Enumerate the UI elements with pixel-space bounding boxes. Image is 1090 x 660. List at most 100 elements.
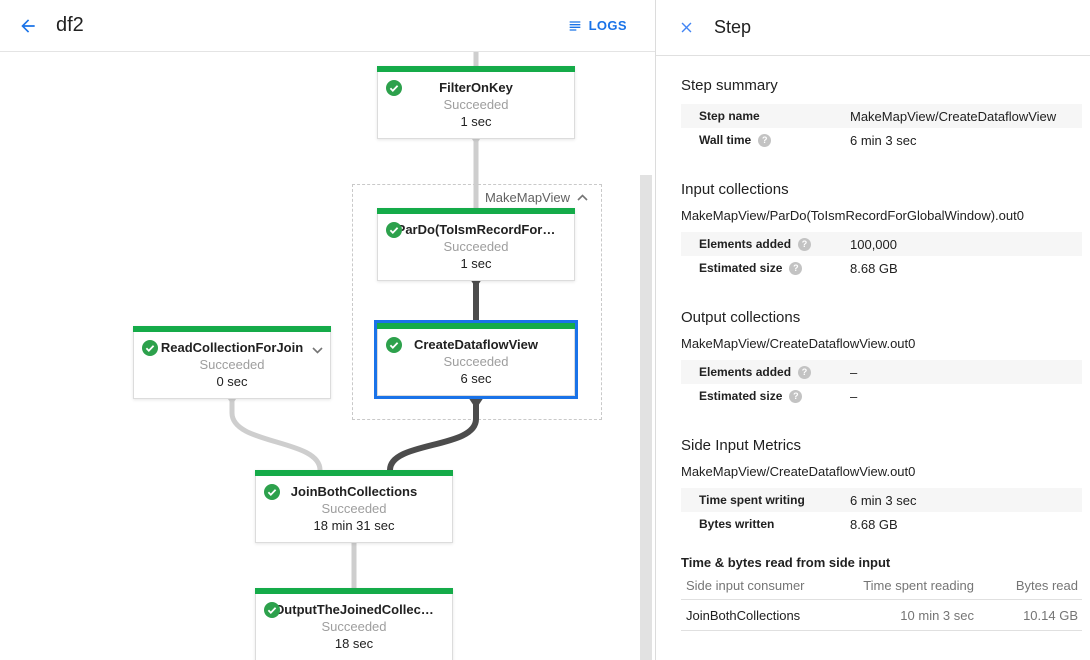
table-cell-time: 10 min 3 sec [900, 607, 974, 623]
node-status: Succeeded [321, 619, 387, 634]
section-heading: Output collections [681, 309, 801, 326]
table-cell-bytes: 10.14 GB [1023, 607, 1078, 623]
metric-value: MakeMapView/CreateDataflowView [850, 108, 1057, 124]
metric-label: Estimated size [699, 261, 783, 275]
node-status: Succeeded [321, 501, 387, 516]
metric-label: Elements added [699, 237, 792, 251]
metric-value: 100,000 [850, 236, 897, 252]
node-time: 6 sec [460, 371, 492, 386]
help-icon[interactable]: ? [798, 365, 812, 379]
step-node-outputthejoinedcollection[interactable]: OutputTheJoinedCollec… Succeeded 18 sec [255, 588, 453, 660]
chevron-down-icon [312, 347, 323, 354]
node-status-bar [377, 208, 575, 214]
back-button[interactable] [14, 12, 42, 40]
metric-row: Estimated size ? 8.68 GB [681, 256, 1082, 280]
expand-step-button[interactable] [312, 341, 323, 359]
check-circle-icon [264, 484, 280, 500]
group-makemapview-toggle[interactable]: MakeMapView [485, 190, 588, 205]
metric-value: 6 min 3 sec [850, 492, 917, 508]
node-time: 1 sec [460, 256, 492, 271]
arrow-back-icon [21, 18, 35, 33]
node-title: FilterOnKey [439, 80, 513, 95]
step-node-createdataflowview-selected[interactable]: CreateDataflowView Succeeded 6 sec [377, 323, 575, 396]
help-icon[interactable]: ? [789, 261, 803, 275]
section-input-collections: Input collections MakeMapView/ParDo(ToIs… [681, 181, 1082, 280]
node-time: 1 sec [460, 114, 492, 129]
close-icon [681, 22, 691, 33]
node-title: ParDo(ToIsmRecordFor… [396, 222, 556, 237]
metric-value: 8.68 GB [850, 516, 898, 532]
metric-row: Estimated size ? – [681, 384, 1082, 408]
metric-row: Elements added ? – [681, 360, 1082, 384]
help-icon[interactable]: ? [798, 237, 812, 251]
metric-row: Elements added ? 100,000 [681, 232, 1082, 256]
metric-label: Bytes written [699, 517, 775, 531]
check-circle-icon [386, 222, 402, 238]
node-title: JoinBothCollections [290, 484, 418, 499]
logs-icon [569, 20, 580, 31]
node-status: Succeeded [443, 239, 509, 254]
metric-value: 8.68 GB [850, 260, 898, 276]
node-status-bar [255, 470, 453, 476]
job-title: df2 [56, 14, 84, 36]
group-label: MakeMapView [484, 190, 570, 205]
step-node-filteronkey[interactable]: FilterOnKey Succeeded 1 sec [377, 66, 575, 139]
pipeline-graph: df2 LOGS MakeMapView [0, 0, 655, 660]
step-node-readcollectionforjoin[interactable]: ReadCollectionForJoin Succeeded 0 sec [133, 326, 331, 399]
node-status-bar [377, 323, 575, 329]
collection-name: MakeMapView/ParDo(ToIsmRecordForGlobalWi… [681, 208, 1024, 223]
metric-label: Wall time [699, 133, 752, 147]
node-status-bar [377, 66, 575, 72]
node-status: Succeeded [443, 97, 509, 112]
logs-button[interactable]: LOGS [567, 0, 627, 51]
section-side-input-metrics: Side Input Metrics MakeMapView/CreateDat… [681, 437, 1082, 631]
table-row: JoinBothCollections 10 min 3 sec 10.14 G… [681, 600, 1082, 631]
metric-label: Elements added [699, 365, 792, 379]
close-panel-button[interactable] [673, 15, 699, 41]
section-heading: Side Input Metrics [681, 437, 802, 454]
help-icon[interactable]: ? [758, 133, 772, 147]
collection-name: MakeMapView/CreateDataflowView.out0 [681, 336, 916, 351]
check-circle-icon [386, 337, 402, 353]
node-status-bar [255, 588, 453, 594]
node-time: 18 sec [334, 636, 374, 651]
metric-row: Step name MakeMapView/CreateDataflowView [681, 104, 1082, 128]
metric-value: 6 min 3 sec [850, 132, 917, 148]
metric-value: – [850, 364, 858, 380]
node-title: OutputTheJoinedCollec… [274, 602, 434, 617]
step-node-pardo-toismrecord[interactable]: ParDo(ToIsmRecordFor… Succeeded 1 sec [377, 208, 575, 281]
table-cell-consumer: JoinBothCollections [686, 607, 801, 623]
step-node-joinbothcollections[interactable]: JoinBothCollections Succeeded 18 min 31 … [255, 470, 453, 543]
section-heading: Input collections [681, 181, 789, 198]
metric-row: Wall time ? 6 min 3 sec [681, 128, 1082, 152]
graph-header: df2 LOGS [0, 0, 655, 52]
column-header: Bytes read [1015, 578, 1078, 593]
node-time: 18 min 31 sec [313, 518, 395, 533]
node-status: Succeeded [443, 354, 509, 369]
section-heading: Step summary [681, 77, 778, 94]
metric-row: Bytes written 8.68 GB [681, 512, 1082, 536]
panel-header: Step [656, 0, 1090, 56]
vertical-scrollbar[interactable] [640, 175, 652, 660]
check-circle-icon [264, 602, 280, 618]
node-time: 0 sec [216, 374, 248, 389]
node-title: ReadCollectionForJoin [160, 340, 304, 355]
node-status-bar [133, 326, 331, 332]
metric-label: Estimated size [699, 389, 783, 403]
metric-value: – [850, 388, 858, 404]
column-header: Side input consumer [686, 578, 805, 593]
collection-name: MakeMapView/CreateDataflowView.out0 [681, 464, 916, 479]
node-status: Succeeded [199, 357, 265, 372]
logs-button-label: LOGS [588, 18, 627, 33]
column-header: Time spent reading [863, 578, 974, 593]
section-step-summary: Step summary Step name MakeMapView/Creat… [681, 56, 1082, 152]
node-title: CreateDataflowView [413, 337, 539, 352]
panel-title: Step [714, 17, 752, 37]
table-header-row: Side input consumer Time spent reading B… [681, 572, 1082, 600]
metric-row: Time spent writing 6 min 3 sec [681, 488, 1082, 512]
panel-content: Step summary Step name MakeMapView/Creat… [656, 56, 1090, 631]
check-circle-icon [386, 80, 402, 96]
help-icon[interactable]: ? [789, 389, 803, 403]
side-input-read-table: Time & bytes read from side input Side i… [681, 555, 1082, 631]
metric-label: Time spent writing [699, 493, 805, 507]
